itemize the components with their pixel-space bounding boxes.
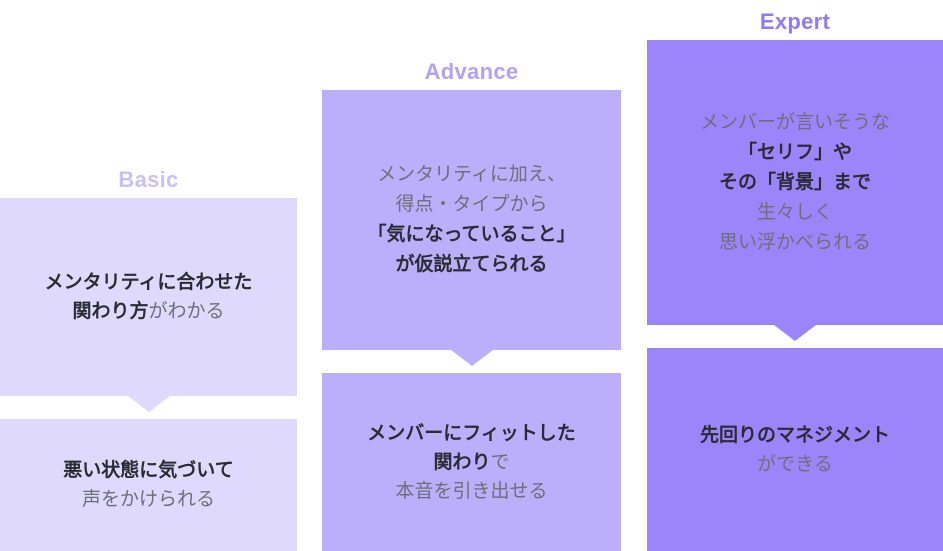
text-line: 声をかけられる (63, 485, 233, 514)
text-emphasis: メンバーにフィットした (367, 422, 576, 444)
text-emphasis: 関わり方 (72, 301, 149, 322)
basic-bottom-box-text: 悪い状態に気づいて声をかけられる (57, 456, 239, 514)
text-line: メンタリティに加え、 (367, 160, 575, 190)
text-line: 生々しく (700, 198, 890, 228)
column-title-advance: Advance (424, 59, 519, 84)
column-expert: Expert メンバーが言いそうな「セリフ」やその「背景」まで生々しく思い浮かべ… (647, 0, 943, 551)
expert-top-box: メンバーが言いそうな「セリフ」やその「背景」まで生々しく思い浮かべられる (647, 40, 943, 325)
text-line: 関わり方がわかる (45, 297, 253, 326)
basic-bottom-box: 悪い状態に気づいて声をかけられる (0, 419, 297, 551)
basic-connector-arrow-icon (127, 396, 170, 412)
text-plain: 得点・タイプから (395, 194, 548, 215)
text-plain: ができる (757, 453, 833, 475)
column-title-expert: Expert (759, 9, 831, 34)
text-line: が仮説立てられる (367, 250, 575, 280)
text-line: 先回りのマネジメント (700, 421, 890, 450)
text-plain: メンバーが言いそうな (699, 111, 890, 133)
text-emphasis: 先回りのマネジメント (699, 424, 890, 446)
text-line: 悪い状態に気づいて (63, 456, 233, 485)
text-emphasis: 「セリフ」や (737, 141, 852, 163)
text-line: その「背景」まで (700, 168, 890, 198)
text-line: メンタリティに合わせた (45, 268, 253, 297)
text-emphasis: メンタリティに合わせた (44, 272, 253, 293)
text-plain: で (490, 451, 510, 473)
text-line: 「気になっていること」 (367, 220, 575, 250)
expert-connector-arrow-icon (774, 325, 816, 341)
text-plain: 思い浮かべられる (718, 231, 871, 253)
text-emphasis: 「気になっていること」 (367, 224, 576, 245)
text-plain: メンタリティに加え、 (377, 164, 566, 185)
column-advance: Advance メンタリティに加え、得点・タイプから「気になっていること」が仮説… (322, 0, 621, 551)
expert-bottom-box: 先回りのマネジメントができる (647, 348, 943, 551)
expert-bottom-box-text: 先回りのマネジメントができる (694, 421, 896, 479)
expert-top-box-text: メンバーが言いそうな「セリフ」やその「背景」まで生々しく思い浮かべられる (694, 108, 896, 258)
column-title-basic: Basic (118, 167, 179, 192)
text-line: メンバーにフィットした (367, 419, 576, 448)
text-line: 思い浮かべられる (700, 228, 890, 258)
text-emphasis: が仮説立てられる (395, 254, 548, 275)
text-line: 得点・タイプから (367, 190, 575, 220)
advance-top-box-text: メンタリティに加え、得点・タイプから「気になっていること」が仮説立てられる (361, 160, 581, 280)
basic-top-box-text: メンタリティに合わせた関わり方がわかる (39, 268, 259, 326)
text-plain: 本音を引き出せる (395, 480, 548, 502)
text-plain: がわかる (148, 301, 225, 322)
column-basic: Basic メンタリティに合わせた関わり方がわかる 悪い状態に気づいて声をかけら… (0, 0, 297, 551)
text-line: 「セリフ」や (700, 138, 890, 168)
text-line: 本音を引き出せる (367, 477, 576, 506)
advance-bottom-box: メンバーにフィットした関わりで本音を引き出せる (322, 373, 621, 551)
text-emphasis: 悪い状態に気づいて (63, 460, 234, 481)
text-emphasis: 関わり (433, 451, 491, 473)
advance-bottom-box-text: メンバーにフィットした関わりで本音を引き出せる (361, 419, 582, 506)
advance-connector-arrow-icon (450, 350, 493, 366)
text-plain: 声をかけられる (81, 489, 215, 510)
text-line: メンバーが言いそうな (700, 108, 890, 138)
text-line: ができる (700, 450, 890, 479)
basic-top-box: メンタリティに合わせた関わり方がわかる (0, 198, 297, 396)
text-plain: 生々しく (756, 201, 833, 223)
text-line: 関わりで (367, 448, 576, 477)
advance-top-box: メンタリティに加え、得点・タイプから「気になっていること」が仮説立てられる (322, 90, 621, 350)
text-emphasis: その「背景」まで (718, 171, 871, 193)
